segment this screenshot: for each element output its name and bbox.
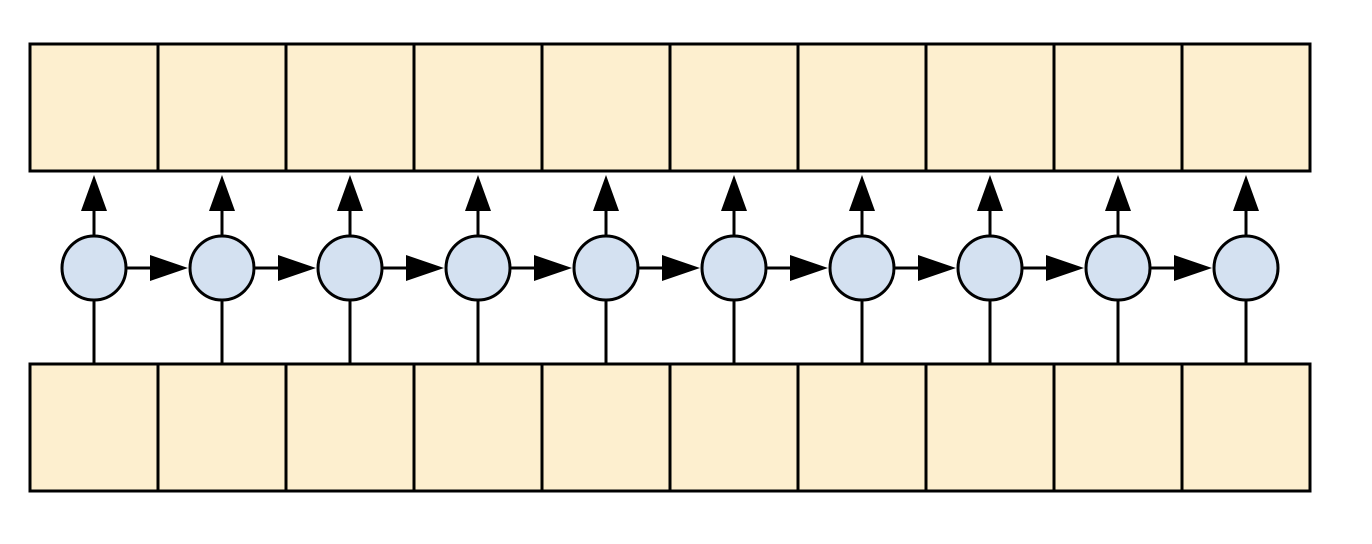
node-to-output-arrowhead: [1105, 175, 1131, 211]
hidden-node: [188, 234, 256, 302]
input-cell: [28, 362, 160, 493]
node-to-output-arrowhead: [849, 175, 875, 211]
node-to-output-arrowhead: [465, 175, 491, 211]
output-cell: [924, 42, 1056, 173]
output-cell: [412, 42, 544, 173]
output-cell: [668, 42, 800, 173]
input-cell: [1052, 362, 1184, 493]
output-cell: [1180, 42, 1312, 173]
input-cell: [156, 362, 288, 493]
node-to-node-arrowhead: [278, 255, 316, 281]
hidden-node: [956, 234, 1024, 302]
node-to-node-arrowhead: [1046, 255, 1084, 281]
node-to-node-arrowhead: [150, 255, 188, 281]
nodes-layer: [60, 234, 1280, 302]
node-to-output-arrowhead: [209, 175, 235, 211]
node-to-node-arrowhead: [918, 255, 956, 281]
connections-layer: [81, 175, 1259, 364]
output-cell: [284, 42, 416, 173]
node-to-node-arrowhead: [534, 255, 572, 281]
input-cell: [412, 362, 544, 493]
hidden-node: [60, 234, 128, 302]
input-cell: [284, 362, 416, 493]
hidden-node: [1212, 234, 1280, 302]
node-to-output-arrowhead: [337, 175, 363, 211]
output-cell: [796, 42, 928, 173]
node-to-output-arrowhead: [81, 175, 107, 211]
hidden-node: [1084, 234, 1152, 302]
node-to-output-arrowhead: [593, 175, 619, 211]
output-cell: [156, 42, 288, 173]
hidden-node: [828, 234, 896, 302]
hidden-node: [572, 234, 640, 302]
input-cell: [540, 362, 672, 493]
output-cell: [1052, 42, 1184, 173]
node-to-node-arrowhead: [406, 255, 444, 281]
output-cell: [540, 42, 672, 173]
node-to-output-arrowhead: [977, 175, 1003, 211]
hidden-node: [316, 234, 384, 302]
node-to-output-arrowhead: [721, 175, 747, 211]
output-cell: [28, 42, 160, 173]
node-to-node-arrowhead: [662, 255, 700, 281]
hidden-node: [700, 234, 768, 302]
cells-layer: [28, 42, 1312, 493]
input-cell: [1180, 362, 1312, 493]
hidden-node: [444, 234, 512, 302]
node-to-output-arrowhead: [1233, 175, 1259, 211]
node-to-node-arrowhead: [1174, 255, 1212, 281]
input-cell: [796, 362, 928, 493]
node-to-node-arrowhead: [790, 255, 828, 281]
input-cell: [924, 362, 1056, 493]
input-cell: [668, 362, 800, 493]
